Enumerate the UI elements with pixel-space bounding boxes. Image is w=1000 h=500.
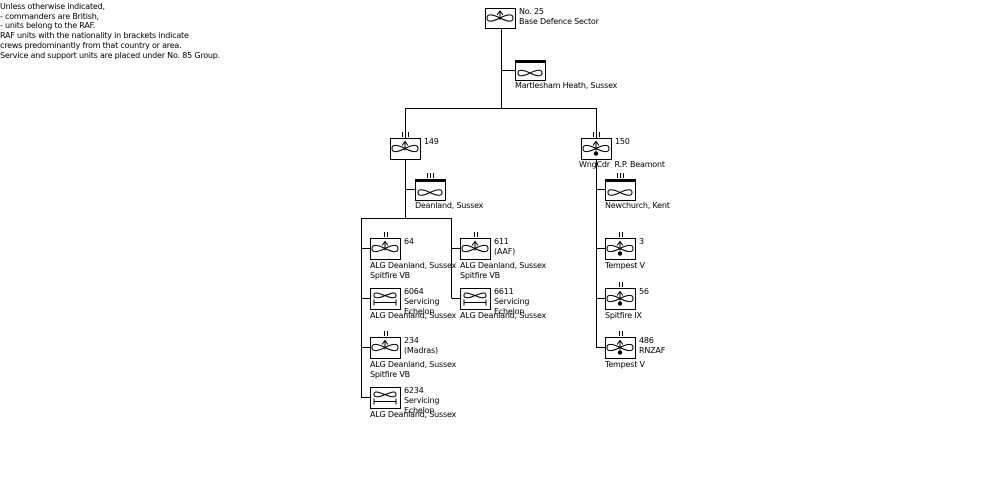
- squadron-symbol: [605, 282, 636, 310]
- air-unit-icon: [606, 244, 634, 253]
- air-unit-icon: [371, 343, 399, 352]
- air-unit-icon: [373, 391, 397, 398]
- unit-location: ALG Deanland, Sussex: [370, 410, 457, 419]
- squadron-symbol: [370, 232, 401, 260]
- sector-name: Base Defence Sector: [519, 17, 599, 26]
- unit-location: ALG Deanland, Sussex: [460, 311, 547, 320]
- wing-symbol: [581, 132, 612, 160]
- notes-block: Unless otherwise indicated, - commanders…: [0, 2, 230, 60]
- wing-commander: WngCdr R.P. Beamont: [579, 160, 665, 169]
- dot-icon: [617, 251, 623, 256]
- wing-hq-symbol: [415, 173, 446, 201]
- note-line: crews predominantly from that country or…: [0, 40, 182, 50]
- air-unit-icon: [391, 144, 419, 153]
- air-unit-icon: [371, 244, 399, 253]
- unit-aircraft: Spitfire VB: [370, 370, 410, 379]
- squadron-symbol: [460, 288, 491, 310]
- air-unit-icon: [607, 189, 633, 196]
- wing-number: 150: [615, 137, 630, 146]
- wing-number: 149: [424, 137, 439, 146]
- unit-number: 234: [404, 336, 419, 345]
- dot-icon: [617, 350, 623, 355]
- unit-frame: [370, 387, 401, 409]
- unit-note: Servicing Echelon: [494, 297, 530, 316]
- note-line: Service and support units are placed und…: [0, 50, 221, 60]
- wing-symbol: [390, 132, 421, 160]
- wrench-icon: [463, 299, 487, 306]
- note-line: RAF units with the nationality in bracke…: [0, 31, 189, 41]
- note-line: Unless otherwise indicated,: [0, 2, 105, 11]
- unit-number: 486: [639, 336, 654, 345]
- wing-hq-location: Newchurch, Kent: [605, 201, 670, 210]
- unit-number: 56: [639, 287, 649, 296]
- wing-hq-symbol: [605, 173, 636, 201]
- unit-note: (AAF): [494, 247, 516, 256]
- unit-number: 6611: [494, 287, 514, 296]
- unit-aircraft: Tempest V: [605, 261, 645, 270]
- squadron-symbol: [370, 288, 401, 310]
- air-unit-icon: [373, 292, 397, 299]
- squadron-symbol: [460, 232, 491, 260]
- unit-number: 64: [404, 237, 414, 246]
- sector-symbol: [485, 8, 516, 29]
- dot-icon: [617, 301, 623, 306]
- sector-hq-symbol: [515, 60, 546, 81]
- unit-aircraft: Spitfire VB: [370, 271, 410, 280]
- unit-location: ALG Deanland, Sussex: [370, 360, 457, 369]
- wrench-icon: [373, 299, 397, 306]
- air-unit-icon: [417, 189, 443, 196]
- air-unit-icon: [582, 144, 610, 153]
- unit-note: Servicing Echelon: [404, 396, 440, 415]
- squadron-symbol: [605, 331, 636, 359]
- unit-aircraft: Spitfire IX: [605, 311, 642, 320]
- air-unit-icon: [463, 292, 487, 299]
- squadron-symbol: [370, 387, 401, 409]
- squadron-symbol: [370, 331, 401, 359]
- unit-number: 611: [494, 237, 509, 246]
- unit-frame: [370, 288, 401, 310]
- headquarters-bar: [515, 60, 545, 63]
- wrench-icon: [373, 398, 397, 405]
- wing-hq-location: Deanland, Sussex: [415, 201, 484, 210]
- air-unit-icon: [486, 14, 514, 22]
- air-unit-icon: [461, 244, 489, 253]
- squadron-symbol: [605, 232, 636, 260]
- unit-location: ALG Deanland, Sussex: [370, 311, 457, 320]
- unit-number: 3: [639, 237, 644, 246]
- air-unit-icon: [517, 69, 543, 77]
- dot-icon: [593, 151, 599, 156]
- sector-number: No. 25: [519, 7, 544, 16]
- unit-aircraft: Spitfire VB: [460, 271, 500, 280]
- unit-note: (Madras): [404, 346, 438, 355]
- sector-hq-location: Martlesham Heath, Sussex: [515, 81, 618, 90]
- note-line: - units belong to the RAF.: [0, 21, 96, 31]
- air-unit-icon: [606, 343, 634, 352]
- unit-number: 6064: [404, 287, 424, 296]
- headquarters-bar: [415, 179, 445, 182]
- unit-location: ALG Deanland, Sussex: [370, 261, 457, 270]
- unit-number: 6234: [404, 386, 424, 395]
- air-unit-icon: [606, 294, 634, 303]
- headquarters-bar: [605, 179, 635, 182]
- note-line: - commanders are British,: [0, 11, 99, 21]
- unit-aircraft: Tempest V: [605, 360, 645, 369]
- unit-location: ALG Deanland, Sussex: [460, 261, 547, 270]
- unit-note: RNZAF: [639, 346, 666, 355]
- unit-frame: [460, 288, 491, 310]
- unit-note: Servicing Echelon: [404, 297, 440, 316]
